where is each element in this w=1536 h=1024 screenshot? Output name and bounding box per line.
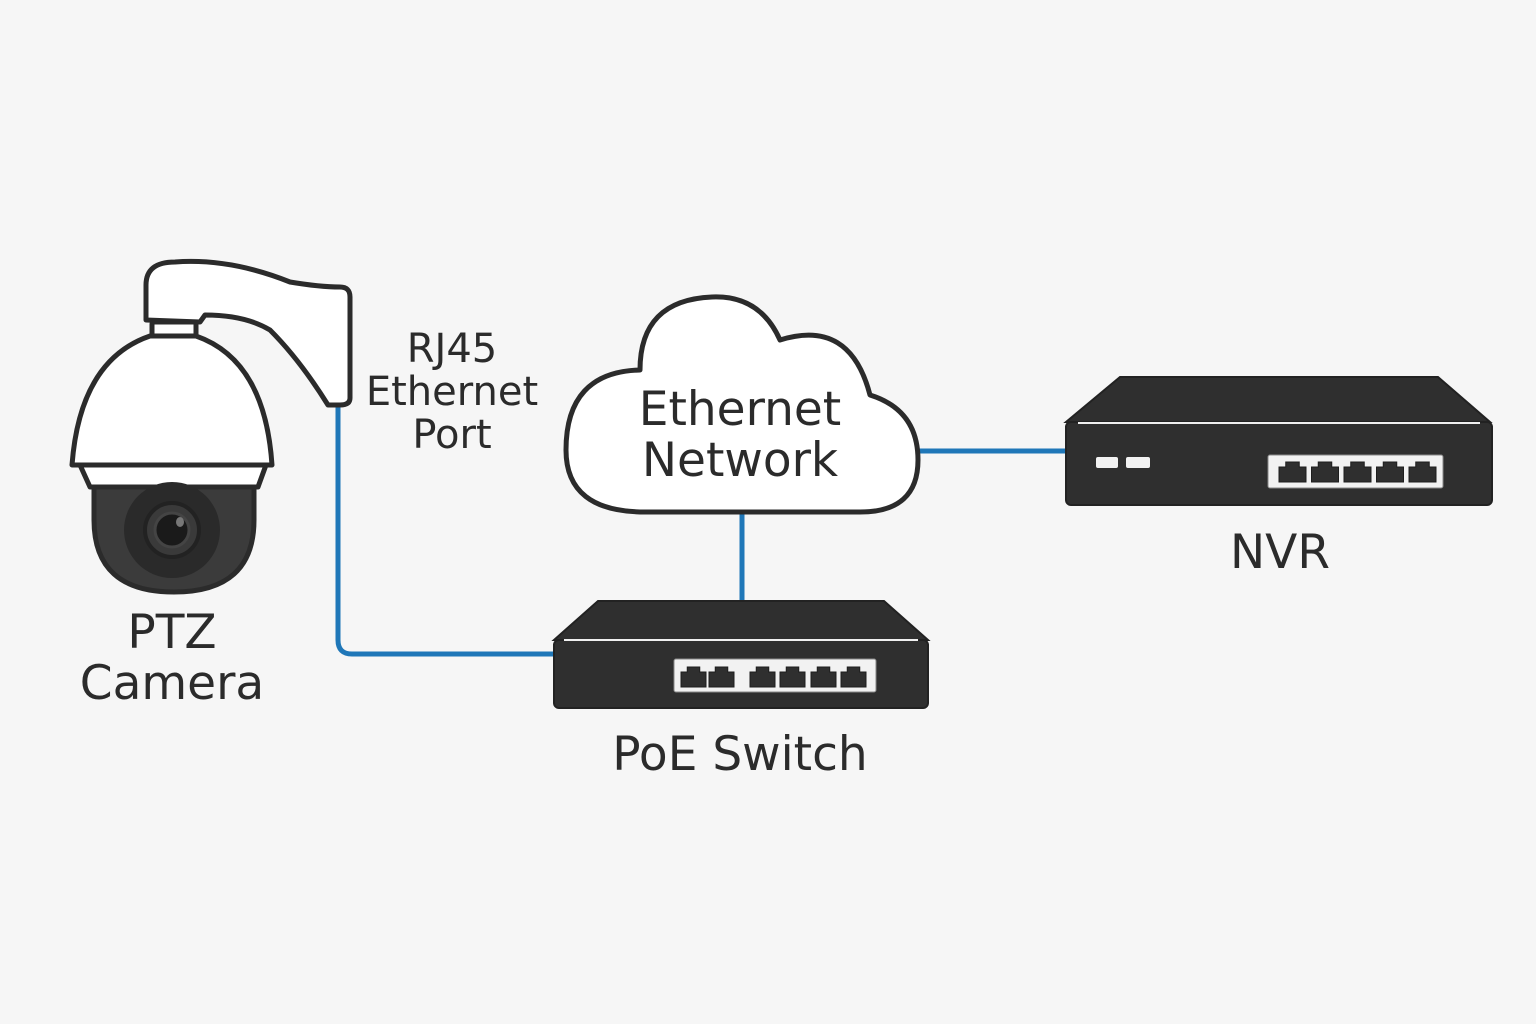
nvr-recorder-icon — [1063, 376, 1493, 506]
camera-lens-glass — [153, 511, 191, 549]
cloud-shape — [563, 294, 921, 515]
rj45-port-icon — [1343, 461, 1372, 483]
rj45-label-line: Ethernet — [365, 369, 539, 416]
nvr-label: NVR — [1180, 525, 1380, 580]
nvr-indicator — [1126, 457, 1150, 468]
nvr-ports — [1278, 461, 1437, 483]
switch-label-text: PoE Switch — [612, 727, 868, 782]
cloud-icon — [563, 294, 921, 515]
rj45-port-icon — [708, 666, 735, 688]
rj45-label-line: Port — [412, 412, 492, 459]
rj45-port-icon — [1376, 461, 1404, 483]
rj45-port-label: RJ45 Ethernet Port — [352, 326, 552, 459]
rj45-label-line: RJ45 — [406, 326, 498, 372]
camera-mount-arm — [143, 258, 353, 408]
rj45-port-icon — [1408, 461, 1437, 483]
nvr-label-text: NVR — [1230, 525, 1330, 580]
rj45-port-icon — [749, 666, 776, 688]
switch-label: PoE Switch — [590, 727, 890, 782]
rj45-port-icon — [840, 666, 867, 688]
cable-camera-to-switch — [335, 402, 559, 657]
camera-label-line: PTZ — [127, 605, 217, 660]
switch-top — [551, 600, 931, 641]
camera-lens-highlight — [176, 517, 184, 527]
rj45-port-icon — [779, 666, 806, 688]
cloud-label-line: Ethernet — [638, 382, 842, 437]
rj45-port-icon — [680, 666, 707, 688]
network-switch-icon — [551, 600, 931, 709]
cables — [335, 402, 1071, 657]
camera-label-line: Camera — [79, 655, 265, 711]
camera-dome-ring — [77, 462, 269, 490]
rj45-port-icon — [1311, 461, 1339, 483]
camera-dome-housing — [69, 333, 275, 468]
switch-ports — [680, 666, 867, 688]
ptz-camera-icon — [69, 258, 353, 595]
nvr-indicator — [1096, 457, 1118, 468]
rj45-port-icon — [810, 666, 837, 688]
cloud-label: Ethernet Network — [590, 382, 890, 488]
nvr-top — [1063, 376, 1493, 423]
cloud-label-line: Network — [641, 432, 839, 488]
rj45-port-icon — [1278, 461, 1307, 483]
camera-label: PTZ Camera — [72, 605, 272, 711]
